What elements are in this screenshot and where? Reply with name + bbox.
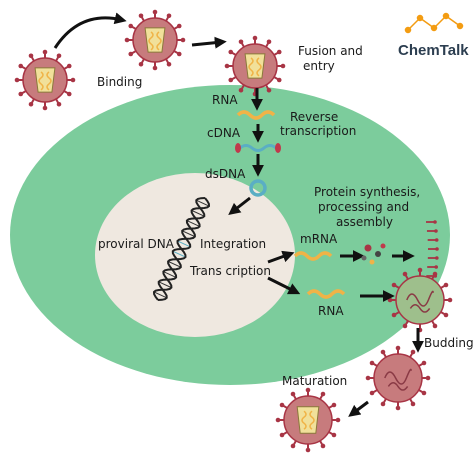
arrow-maturation [348,400,369,417]
label-proviral-dna: proviral DNA [98,237,175,251]
label-rna-bottom: RNA [318,304,344,318]
virus-mature [275,387,341,453]
arrow-to-rna [267,276,301,295]
virus-budding [387,267,453,333]
mrna-strand [293,251,333,261]
label-binding: Binding [97,75,142,89]
label-reverse-line2: transcription [280,124,356,138]
logo-text: ChemTalk [398,42,469,59]
proviral-dna-helix [152,197,211,301]
virus-released [365,345,431,411]
label-maturation: Maturation [282,374,347,388]
protein-particles [361,243,386,265]
arrow-to-mrna [267,250,295,264]
arrow-dsdna [228,196,251,215]
label-transcription: Trans cription [189,264,271,278]
virus-binding [14,49,76,111]
label-fusion-line1: Fusion and [298,44,363,58]
label-protein-line1: Protein synthesis, [314,185,420,199]
membrane-spikes [426,220,439,278]
chemtalk-logo: ChemTalk [398,12,469,59]
cdna-strand [235,143,281,153]
dsdna-circle [249,179,267,197]
label-rna-top: RNA [212,93,238,107]
label-budding: Budding [424,336,474,350]
virus-approaching [124,9,186,71]
rna-strand-top [236,110,276,120]
arrow-fusion [191,36,227,49]
arrow-binding [53,12,127,49]
molecule-icon [404,12,464,34]
nucleus [95,173,295,337]
label-integration: Integration [200,237,266,251]
label-mrna: mRNA [300,232,338,246]
label-protein-line2: processing and [318,200,409,214]
label-reverse-line1: Reverse [290,110,338,124]
label-protein-line3: assembly [336,215,393,229]
label-cdna: cDNA [207,126,241,140]
label-dsdna: dsDNA [205,167,246,181]
virus-fusion [224,35,286,97]
label-fusion-line2: entry [303,59,335,73]
rna-strand-bottom [306,289,346,299]
